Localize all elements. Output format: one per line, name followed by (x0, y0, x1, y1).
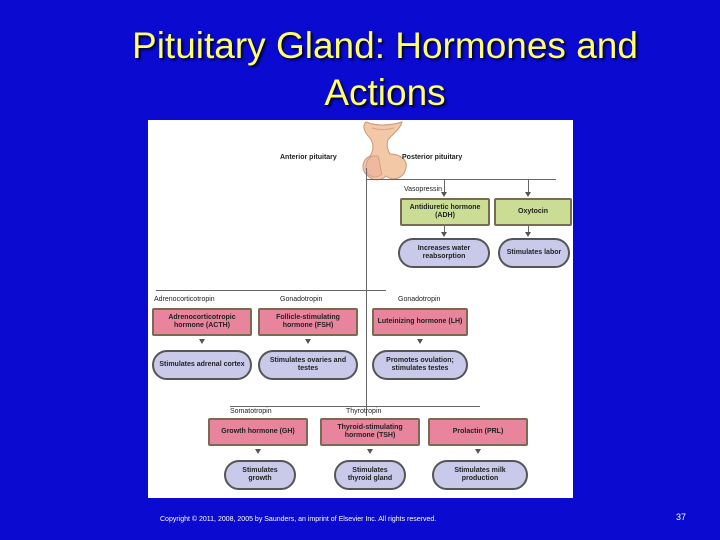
arrow-icon (199, 339, 205, 344)
adh-action-connector (444, 226, 445, 234)
row1-connector (156, 290, 386, 291)
hormone-box-oxytocin: Oxytocin (494, 198, 572, 226)
row2-source-gh: Somatotropin (230, 408, 272, 415)
hormone-box-tsh: Thyroid-stimulating hormone (TSH) (320, 418, 420, 446)
action-box-acth: Stimulates adrenal cortex (152, 350, 252, 380)
hormone-box-adh: Antidiuretic hormone (ADH) (400, 198, 490, 226)
posterior-pituitary-label: Posterior pituitary (402, 154, 463, 161)
central-connector (366, 168, 367, 416)
pituitary-gland-illustration (362, 121, 407, 181)
arrow-icon (441, 192, 447, 197)
row1-source-acth: Adrenocorticotropin (154, 296, 215, 303)
copyright-footer: Copyright © 2011, 2008, 2005 by Saunders… (160, 516, 437, 523)
hormone-box-fsh: Follicle-stimulating hormone (FSH) (258, 308, 358, 336)
adh-connector (444, 179, 445, 193)
slide-title-line2: Actions (324, 72, 446, 113)
anterior-pituitary-label: Anterior pituitary (280, 154, 337, 161)
action-box-fsh: Stimulates ovaries and testes (258, 350, 358, 380)
slide-title: Pituitary Gland: Hormones and Actions (90, 22, 680, 116)
action-box-oxytocin: Stimulates labor (498, 238, 570, 268)
slide-title-line1: Pituitary Gland: Hormones and (132, 25, 638, 66)
action-box-gh: Stimulates growth (224, 460, 296, 490)
oxytocin-connector (528, 179, 529, 193)
row2-source-tsh: Thyrotropin (346, 408, 382, 415)
row1-source-lh: Gonadotropin (398, 296, 441, 303)
diagram-panel: Anterior pituitary Posterior pituitary V… (148, 120, 573, 498)
posterior-connector (366, 179, 556, 180)
arrow-icon (305, 339, 311, 344)
action-box-adh: Increases water reabsorption (398, 238, 490, 268)
arrow-icon (417, 339, 423, 344)
hormone-box-lh: Luteinizing hormone (LH) (372, 308, 468, 336)
row1-source-fsh: Gonadotropin (280, 296, 323, 303)
hormone-box-prl: Prolactin (PRL) (428, 418, 528, 446)
action-box-tsh: Stimulates thyroid gland (334, 460, 406, 490)
arrow-icon (525, 192, 531, 197)
hormone-box-acth: Adrenocorticotropic hormone (ACTH) (152, 308, 252, 336)
row2-connector (230, 406, 480, 407)
page-number: 37 (676, 512, 687, 522)
action-box-prl: Stimulates milk production (432, 460, 528, 490)
hormone-box-gh: Growth hormone (GH) (208, 418, 308, 446)
action-box-lh: Promotes ovulation; stimulates testes (372, 350, 468, 380)
arrow-icon (475, 449, 481, 454)
arrow-icon (525, 232, 531, 237)
arrow-icon (441, 232, 447, 237)
arrow-icon (367, 449, 373, 454)
arrow-icon (255, 449, 261, 454)
posterior-source-label: Vasopressin (404, 186, 443, 193)
oxytocin-action-connector (528, 226, 529, 234)
